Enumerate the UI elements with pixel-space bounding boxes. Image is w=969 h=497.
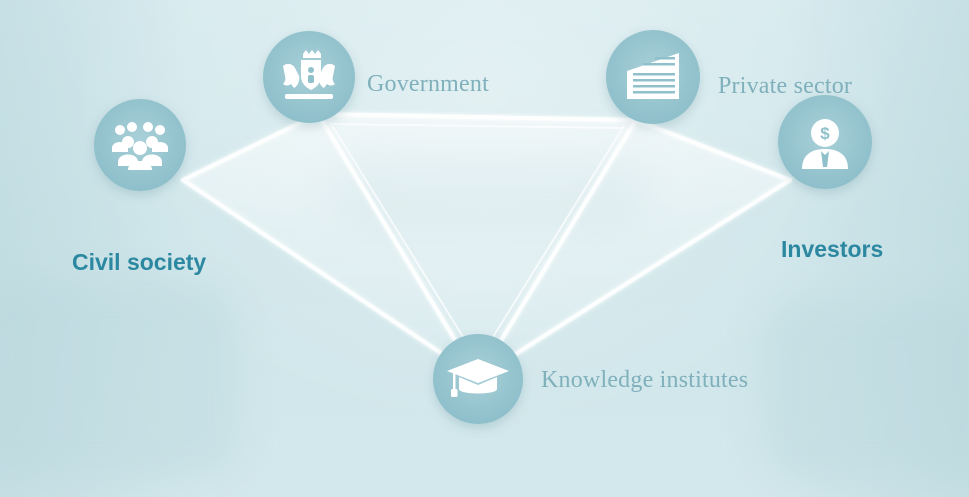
knowledge-institutes-label: Knowledge institutes [541, 367, 749, 393]
private-sector-node [606, 30, 700, 124]
background-blur-right [760, 300, 969, 480]
connection-government-private-sector [316, 112, 638, 122]
civil-society-node [94, 99, 186, 191]
graduation-cap-icon [445, 357, 511, 401]
investors-label: Investors [781, 236, 884, 262]
svg-text:$: $ [820, 124, 830, 143]
coat-of-arms-icon [277, 48, 341, 106]
people-group-icon [108, 118, 172, 172]
government-node [263, 31, 355, 123]
private-sector-label: Private sector [718, 73, 853, 99]
connection-private-sector-investors [634, 118, 792, 182]
connection-private-sector-knowledge [476, 118, 638, 380]
connection-civil-society-knowledge [181, 178, 480, 380]
background-blur-left [0, 280, 240, 480]
investor-dollar-icon: $ [796, 113, 854, 171]
connection-government-knowledge [316, 112, 480, 380]
government-label: Government [367, 71, 489, 97]
knowledge-institutes-node [433, 334, 523, 424]
connection-civil-society-government [181, 112, 320, 182]
connection-investors-knowledge [476, 178, 792, 380]
civil-society-label: Civil society [72, 249, 207, 275]
investors-node: $ [778, 95, 872, 189]
office-building-icon [623, 51, 683, 103]
diagram-fan-area [183, 114, 790, 378]
